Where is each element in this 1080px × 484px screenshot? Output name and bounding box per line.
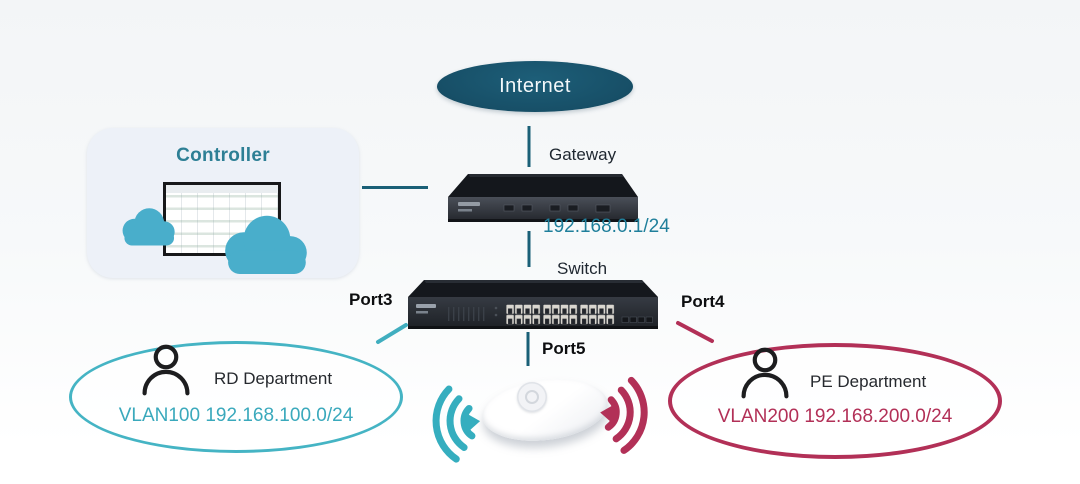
port4-label: Port4: [681, 292, 725, 311]
wifi-signal-left-icon: [432, 385, 481, 463]
gateway-device-icon: [448, 174, 638, 222]
person-icon: [142, 344, 190, 396]
pe-department-group: [668, 343, 1002, 459]
cloud-icon: [225, 215, 307, 275]
gateway-ip-label: 192.168.0.1/24: [543, 216, 670, 237]
person-icon: [741, 347, 789, 399]
controller-panel: Controller: [87, 128, 359, 278]
controller-label: Controller: [176, 145, 270, 166]
rd-department-label: RD Department: [214, 369, 333, 388]
rd-department-group: [69, 341, 403, 453]
ap-logo-icon: [517, 382, 547, 412]
pe-vlan-label: VLAN200 192.168.200.0/24: [717, 406, 953, 427]
link-switch-rd-department: [376, 323, 408, 344]
rd-vlan-label: VLAN100 192.168.100.0/24: [118, 405, 354, 426]
link-switch-pe-department: [676, 321, 714, 343]
internet-label: Internet: [499, 75, 571, 97]
cloud-icon: [122, 208, 175, 246]
switch-label: Switch: [557, 259, 608, 278]
gateway-label: Gateway: [549, 145, 617, 164]
port3-label: Port3: [349, 290, 393, 309]
pe-department-label: PE Department: [810, 372, 927, 391]
access-point-device-icon: [478, 372, 612, 448]
internet-node: Internet: [437, 61, 633, 112]
switch-device-icon: [408, 280, 658, 329]
port5-label: Port5: [542, 339, 586, 358]
wifi-signal-right-icon: [600, 376, 648, 454]
